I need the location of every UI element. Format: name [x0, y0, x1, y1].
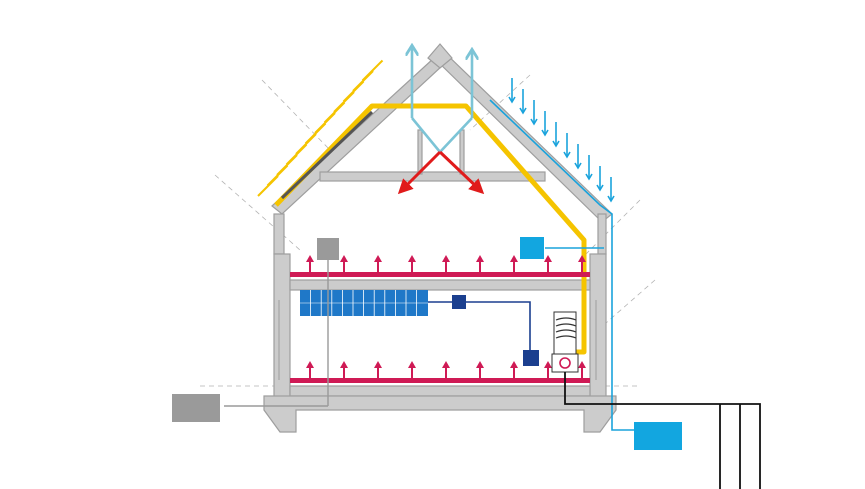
guide-line	[261, 79, 331, 151]
exhaust-arrow-left	[397, 150, 442, 195]
exhaust-arrow-right	[438, 150, 485, 195]
radiator-panel	[300, 290, 428, 316]
heat-rise-arrow-head	[306, 255, 314, 262]
heat-rise-arrow-head	[408, 361, 416, 368]
geothermal-probes	[564, 372, 761, 489]
sun-ray	[361, 59, 384, 82]
heat-rise-arrow-head	[578, 361, 586, 368]
underfloor-heating	[290, 255, 590, 383]
rain-arrow-head	[563, 151, 571, 159]
heat-rise-arrow-head	[374, 255, 382, 262]
upper-floor-slab	[289, 279, 591, 291]
attic-post	[459, 129, 465, 175]
rain-arrow-head	[541, 129, 549, 137]
heat-rise-arrow-head	[510, 255, 518, 262]
ground-floor-slab	[289, 385, 591, 397]
heat-pump-box	[551, 353, 579, 373]
heat-rise-arrow-head	[374, 361, 382, 368]
floor-heating-pipe	[290, 272, 590, 277]
guide-line	[597, 279, 656, 331]
roof-left-slab	[271, 57, 443, 215]
rain-arrow-head	[585, 173, 593, 181]
house-structure	[263, 43, 617, 433]
rain-control-unit	[520, 237, 544, 259]
ground-unit	[172, 394, 220, 422]
guide-line	[214, 174, 301, 251]
grey-unit-upper	[317, 238, 339, 260]
roof-ridge	[427, 43, 453, 69]
rain-arrow-head	[530, 118, 538, 126]
left-wall	[273, 253, 291, 405]
rain-arrows	[508, 78, 615, 203]
rain-arrow-head	[552, 140, 560, 148]
heat-rise-arrow-head	[510, 361, 518, 368]
collar-beam	[319, 171, 546, 182]
solar-collector-line	[274, 103, 587, 355]
heat-rise-arrow-head	[408, 255, 416, 262]
rain-arrow-head	[508, 96, 516, 104]
guide-lines	[200, 74, 656, 387]
heat-rise-arrow-head	[340, 255, 348, 262]
rainwater-storage-tank	[634, 422, 682, 450]
control-unit-lower	[523, 350, 539, 366]
attic-post	[417, 129, 423, 175]
heat-rise-arrow-head	[442, 255, 450, 262]
heat-rise-arrow-head	[476, 361, 484, 368]
sunlight-rays	[257, 59, 384, 197]
left-wall-upper	[273, 213, 285, 255]
hot-water-tank	[551, 311, 579, 373]
warm-exhaust-arrows	[397, 150, 485, 195]
rainwater-collection-line	[489, 99, 634, 431]
probe-pipe	[564, 372, 761, 489]
heat-rise-arrow-head	[544, 361, 552, 368]
wall-details	[278, 300, 597, 380]
control-network	[428, 301, 531, 352]
right-wall	[589, 253, 607, 405]
rain-arrow-head	[596, 184, 604, 192]
floor-heating-pipe	[290, 378, 590, 383]
foundation	[263, 395, 617, 433]
pump-icon	[559, 357, 571, 369]
heat-rise-arrow-head	[306, 361, 314, 368]
heat-rise-arrow-head	[476, 255, 484, 262]
rain-arrow-head	[519, 107, 527, 115]
heat-rise-arrow-head	[340, 361, 348, 368]
heat-rise-arrow-head	[578, 255, 586, 262]
heat-rise-arrow-head	[442, 361, 450, 368]
control-unit-upper	[452, 295, 466, 309]
solar-panel-strip	[280, 110, 374, 200]
tank-coil	[555, 317, 577, 339]
control-pipe	[466, 301, 531, 352]
rain-arrow-head	[607, 195, 615, 203]
heat-rise-arrow-head	[544, 255, 552, 262]
rain-arrow-head	[574, 162, 582, 170]
